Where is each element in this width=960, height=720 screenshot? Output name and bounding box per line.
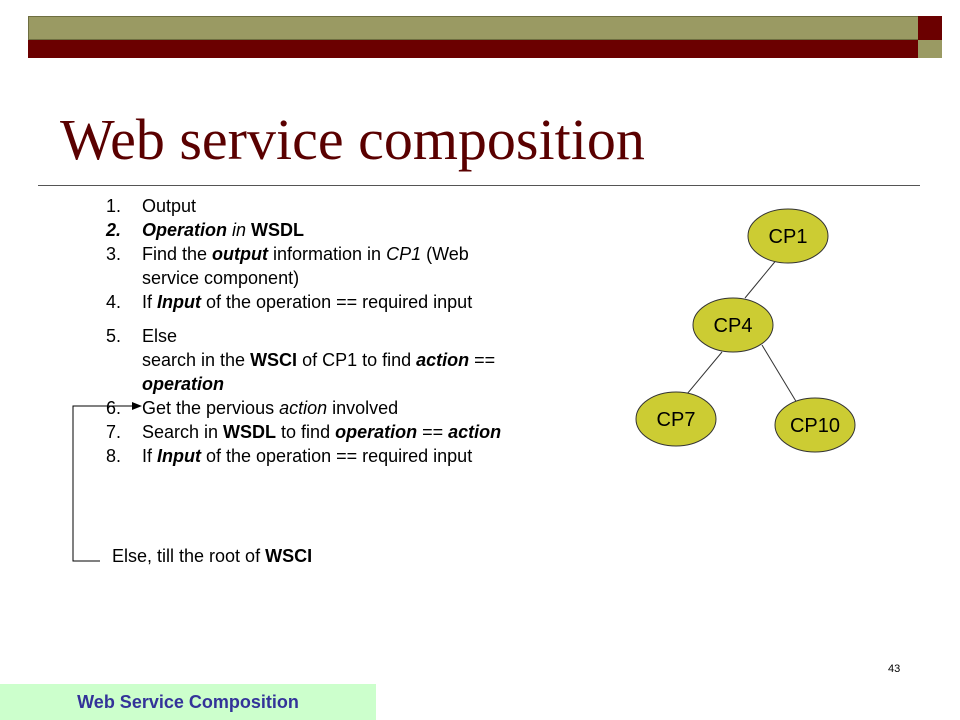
slide-title: Web service composition [60, 107, 645, 172]
else-root-line: Else, till the root of WSCI [112, 546, 312, 567]
step-line: 7.Search in WSDL to find operation == ac… [106, 420, 501, 444]
node-ellipse [692, 297, 774, 353]
text-run: Get the pervious [142, 398, 280, 418]
step-number: 2. [106, 220, 122, 240]
text-run: == [417, 422, 449, 442]
text-run: WSDL [223, 422, 277, 442]
step-number: 4. [106, 292, 122, 312]
step-number: 3. [106, 244, 122, 264]
corner-block-olive [918, 40, 942, 58]
text-run: service component) [142, 268, 300, 288]
text-run: in [227, 220, 252, 240]
text-run: WSCI [265, 546, 313, 566]
text-run: action [448, 422, 502, 442]
node-label: CP4 [714, 315, 753, 337]
title-divider [38, 185, 920, 186]
node-label: CP10 [790, 415, 840, 437]
text-run: operation [335, 422, 418, 442]
step-line: 3. Find the output information in CP1 (We… [106, 242, 501, 266]
edge-cp1-cp4 [744, 257, 779, 299]
step-line: 5. Else [106, 324, 501, 348]
text-run: Operation [142, 220, 228, 240]
text-run: information in [268, 244, 387, 264]
text-run: output [212, 244, 269, 264]
step-line: 6.Get the pervious action involved [106, 396, 501, 420]
node-ellipse [747, 208, 829, 264]
text-run: WSDL [251, 220, 305, 240]
top-bar-maroon-band [28, 40, 942, 58]
tree-node-cp1: CP1 [747, 208, 829, 264]
text-run: of the operation == required input [201, 292, 473, 312]
text-run: to find [276, 422, 336, 442]
edge-cp4-cp10 [761, 344, 798, 404]
page-number: 43 [888, 663, 901, 675]
text-run: Else [142, 326, 178, 346]
step-line: operation [106, 372, 501, 396]
steps-list: 1. Output 2. Operation in WSDL 3. Find the ou… [106, 194, 501, 468]
text-run: Input [157, 292, 201, 312]
text-run: Input [157, 446, 201, 466]
tree-node-cp10: CP10 [774, 397, 856, 453]
step-line: search in the WSCI of CP1 to find action… [106, 348, 501, 372]
text-run: action [416, 350, 470, 370]
text-run: Output [142, 196, 197, 216]
edge-cp4-cp7 [681, 351, 723, 401]
text-run: operation [142, 374, 225, 394]
step-line: service component) [106, 266, 501, 290]
text-run: action [279, 398, 328, 418]
text-run: Find the [142, 244, 213, 264]
step-number: 5. [106, 326, 122, 346]
text-run: of CP1 to find [297, 350, 417, 370]
step-line: 2. Operation in WSDL [106, 218, 501, 242]
top-bar-olive-band [28, 16, 942, 40]
text-run: involved [327, 398, 399, 418]
node-label: CP7 [657, 409, 696, 431]
node-ellipse [774, 397, 856, 453]
text-run: If [142, 446, 158, 466]
text-run: of the operation == required input [201, 446, 473, 466]
text-run: WSCI [250, 350, 298, 370]
tree-node-cp4: CP4 [692, 297, 774, 353]
node-label: CP1 [769, 226, 808, 248]
text-run: Else, till the root of [112, 546, 266, 566]
text-run: (Web [421, 244, 469, 264]
tree-node-cp7: CP7 [635, 391, 717, 447]
step-line: 4. If Input of the operation == required … [106, 290, 501, 314]
text-run: == [469, 350, 496, 370]
top-decoration-bar [28, 16, 942, 58]
corner-block-maroon [918, 16, 942, 40]
node-ellipse [635, 391, 717, 447]
footer-label: Web Service Composition [0, 684, 376, 720]
text-run: search in the [142, 350, 251, 370]
step-number: 1. [106, 196, 122, 216]
step-line: 1. Output [106, 194, 501, 218]
text-run: CP1 [386, 244, 422, 264]
text-run: If [142, 292, 158, 312]
text-run: Search in [142, 422, 224, 442]
